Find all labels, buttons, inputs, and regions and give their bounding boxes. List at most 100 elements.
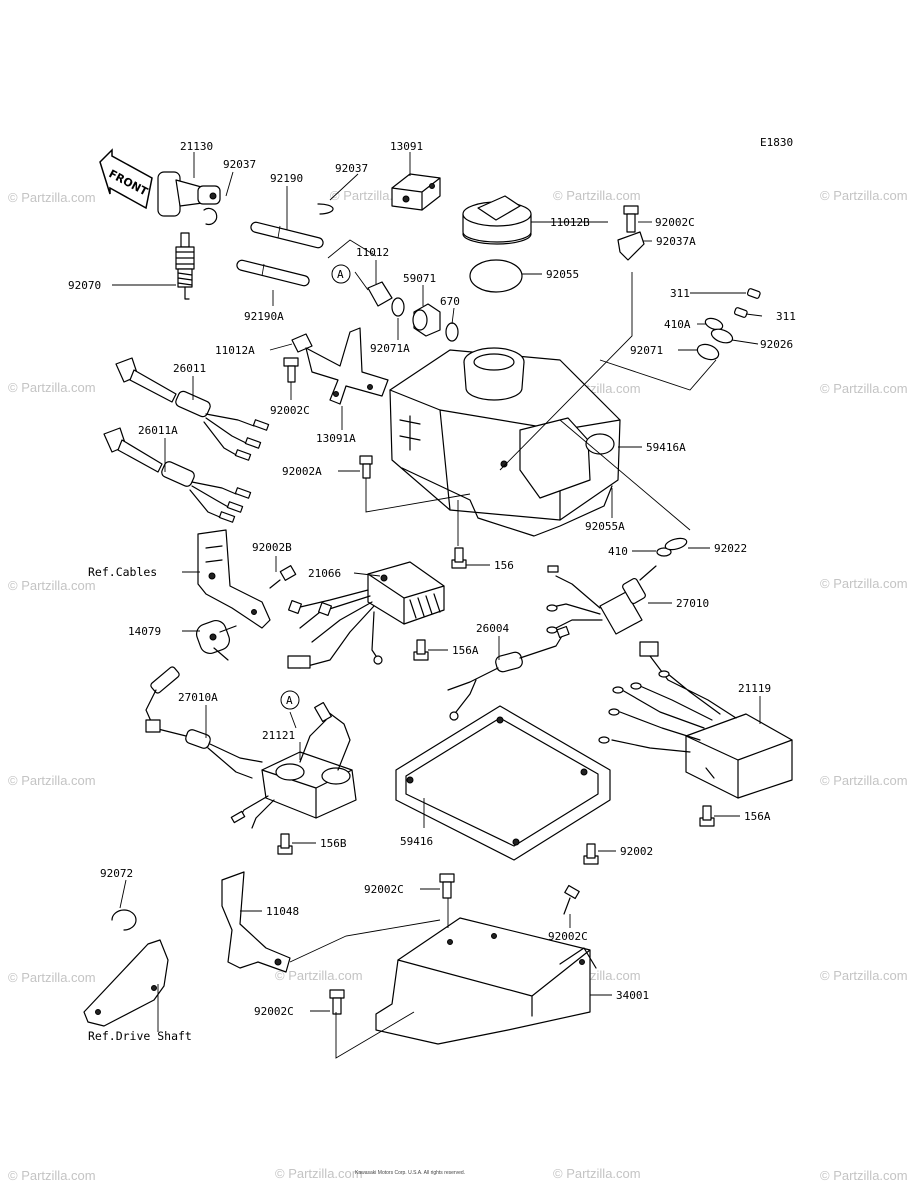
part-label: 59071: [403, 272, 436, 285]
base-34001: [375, 917, 597, 1045]
sensor-26004: [447, 625, 570, 721]
callout-letter: A: [286, 694, 293, 707]
watermark-text: © Partzilla.com: [820, 188, 908, 203]
watermark-text: © Partzilla.com: [8, 773, 96, 788]
watermark-text: © Partzilla.com: [820, 381, 908, 396]
part-label: 27010A: [178, 691, 218, 704]
spark-plug: [175, 232, 195, 300]
part-label: 21119: [738, 682, 771, 695]
callout-letter: A: [337, 268, 344, 281]
bolt-92002C-b3: [329, 989, 345, 1015]
front-arrow-icon: FRONT: [99, 148, 153, 210]
switch-26011: [115, 357, 270, 461]
module-21119: [598, 641, 793, 799]
watermark-text: © Partzilla.com: [553, 188, 641, 203]
diagram-code: E1830: [760, 136, 793, 149]
clip-92037-b: [317, 203, 334, 215]
part-14079: [195, 619, 237, 661]
part-label: 92072: [100, 867, 133, 880]
oring-670: [445, 322, 459, 342]
cap-11012A: [291, 333, 313, 353]
bracket-13091A: [305, 327, 389, 405]
part-label: 92037: [223, 158, 256, 171]
part-label: 13091: [390, 140, 423, 153]
part-label: 59416A: [646, 441, 686, 454]
part-label: 13091A: [316, 432, 356, 445]
drive-shaft-bracket: [83, 939, 169, 1027]
part-label: 92026: [760, 338, 793, 351]
cover-59416: [395, 705, 611, 861]
part-label: 92055: [546, 268, 579, 281]
part-label: 92002C: [655, 216, 695, 229]
part-label: 670: [440, 295, 460, 308]
clamp-92037A: [617, 231, 645, 261]
part-label: 26004: [476, 622, 509, 635]
part-label: 34001: [616, 989, 649, 1002]
part-label: 92055A: [585, 520, 625, 533]
callout-a-top: A: [331, 264, 351, 284]
copyright-text: Kawasaki Motors Corp. U.S.A. All rights …: [355, 1170, 465, 1176]
watermark-text: © Partzilla.com: [275, 968, 363, 983]
bolt-156A-mid: [413, 639, 429, 661]
part-410: [656, 547, 672, 557]
oring-92055: [469, 259, 523, 293]
screw-92002B: [269, 565, 297, 589]
part-410A: [704, 317, 724, 331]
part-label: 92002C: [254, 1005, 294, 1018]
part-label: 92002A: [282, 465, 322, 478]
part-label: 92190: [270, 172, 303, 185]
part-label: 311: [670, 287, 690, 300]
part-label: 11012B: [550, 216, 590, 229]
gasket-92055A: [401, 467, 613, 537]
watermark-text: © Partzilla.com: [8, 190, 96, 205]
watermark-text: © Partzilla.com: [275, 1166, 363, 1181]
tube-92190: [250, 221, 324, 249]
part-label: 11012A: [215, 344, 255, 357]
electric-case-59416A: [389, 347, 621, 521]
part-label: 92037: [335, 162, 368, 175]
part-label: 156B: [320, 837, 347, 850]
leader-lines: [112, 152, 763, 1059]
watermark-text: © Partzilla.com: [820, 773, 908, 788]
part-label: 311: [776, 310, 796, 323]
watermark-text: © Partzilla.com: [8, 1168, 96, 1183]
part-label: 92070: [68, 279, 101, 292]
switch-26011A: [103, 427, 252, 523]
part-label: 92022: [714, 542, 747, 555]
bolt-92002: [583, 843, 599, 865]
part-label: 156: [494, 559, 514, 572]
part-labels: 21130 92037 92037 13091 92190 11012 1101…: [68, 140, 796, 1018]
part-label: 11012: [356, 246, 389, 259]
bolt-156: [451, 547, 467, 569]
part-label: 26011: [173, 362, 206, 375]
clip-92072: [111, 909, 137, 931]
switch-27010: [546, 565, 657, 635]
part-311-b: [733, 307, 748, 318]
bolt-92002C-top: [623, 205, 639, 233]
bracket-11048: [221, 871, 291, 973]
bolt-92002C-mid: [283, 357, 299, 383]
grommet-92071A: [391, 297, 405, 317]
ref-cables-label: Ref.Cables: [88, 565, 157, 579]
ref-drive-shaft-label: Ref.Drive Shaft: [88, 1029, 192, 1043]
part-label: 92002: [620, 845, 653, 858]
grommet-92071: [696, 343, 720, 361]
ignition-coil-21121: [230, 701, 357, 829]
bolt-92002C-b1: [439, 873, 455, 899]
part-label: 92002C: [364, 883, 404, 896]
ring-92022: [664, 537, 688, 551]
watermark-text: © Partzilla.com: [8, 970, 96, 985]
part-label: 410A: [664, 318, 691, 331]
clip-92037: [203, 207, 218, 226]
part-label: 21066: [308, 567, 341, 580]
watermark-text: © Partzilla.com: [8, 380, 96, 395]
watermark-text: © Partzilla.com: [8, 578, 96, 593]
part-label: 59416: [400, 835, 433, 848]
part-label: 92002C: [270, 404, 310, 417]
bolt-92002C-b2: [563, 884, 580, 915]
part-label: 26011A: [138, 424, 178, 437]
spark-plug-cap: [157, 171, 221, 217]
part-label: 11048: [266, 905, 299, 918]
regulator-21066: [287, 561, 445, 669]
